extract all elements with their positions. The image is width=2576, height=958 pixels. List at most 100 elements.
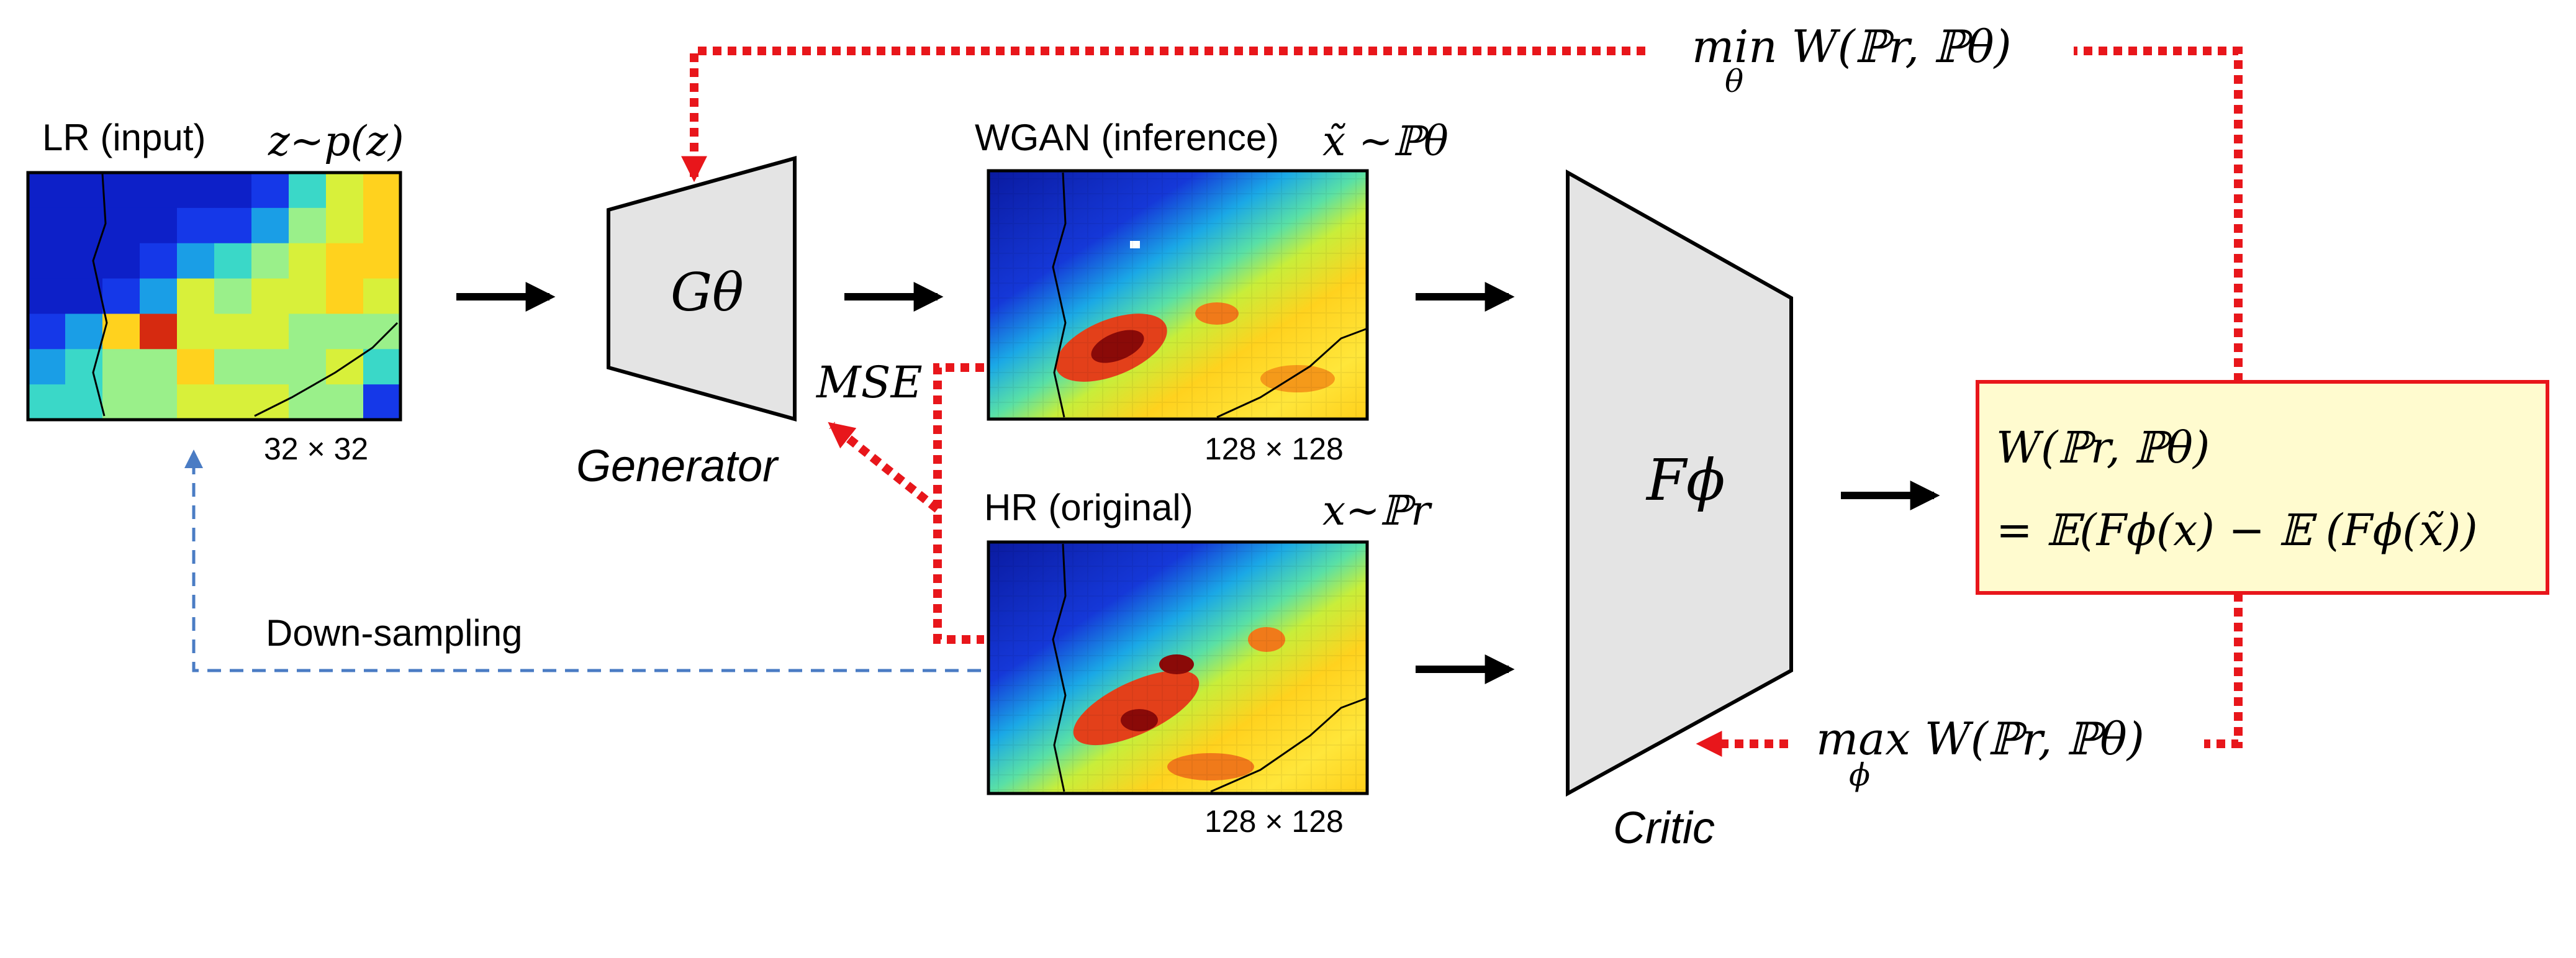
lr-heatmap-cell [177, 278, 215, 314]
lr-heatmap-cell [363, 243, 401, 279]
lr-heatmap-cell [289, 173, 327, 209]
lr-heatmap-cell [28, 278, 66, 314]
lr-heatmap-cell [326, 314, 364, 350]
lr-heatmap-cell [363, 207, 401, 244]
lr-heatmap-cell [251, 349, 289, 385]
lr-heatmap-cell [28, 349, 66, 385]
lr-heatmap-cell [214, 173, 252, 209]
wgan-border-line [1216, 328, 1367, 418]
lr-heatmap-cell [363, 314, 401, 350]
lr-heatmap-cell [289, 278, 327, 314]
lr-heatmap-cell [28, 243, 66, 279]
wgan-heatmap [988, 171, 1367, 419]
lr-size-label: 32 × 32 [264, 432, 368, 466]
wgan-dist-label: x̃ ~ℙθ [1322, 117, 1448, 165]
lr-border-line [254, 322, 399, 417]
lr-heatmap-cell [251, 278, 289, 314]
hr-heatmap-frame [987, 540, 1369, 795]
lr-heatmap-cell [214, 314, 252, 350]
lr-heatmap-cell [28, 384, 66, 420]
wgan-heatmap-frame [987, 169, 1369, 421]
lr-heatmap-cell [140, 314, 178, 350]
lr-heatmap-cell [65, 207, 103, 244]
lr-heatmap-cell [28, 314, 66, 350]
lr-heatmap-frame [26, 171, 402, 422]
lr-heatmap-cell [363, 278, 401, 314]
lr-heatmap-cell [363, 173, 401, 209]
lr-heatmap-cell [140, 349, 178, 385]
hr-dist-label: x~ℙr [1322, 487, 1432, 535]
lr-heatmap-cell [102, 173, 140, 209]
max-subscript: ϕ [1849, 757, 1870, 793]
hr-label: HR (original) [984, 487, 1193, 528]
lr-heatmap-cell [289, 314, 327, 350]
lr-heatmap-cell [363, 349, 401, 385]
loss-line-2: = 𝔼(Fϕ(x) − 𝔼 (Fϕ(x̃)) [1996, 505, 2478, 556]
max-loop-right [2204, 593, 2243, 748]
lr-heatmap-cell [251, 243, 289, 279]
lr-heatmap-cell [65, 384, 103, 420]
loss-line-1: W(ℙr, ℙθ) [1996, 422, 2210, 473]
lr-heatmap-cell [177, 207, 215, 244]
lr-heatmap-cell [363, 384, 401, 420]
lr-heatmap-cell [177, 314, 215, 350]
lr-heatmap-cell [177, 173, 215, 209]
lr-heatmap-cell [28, 173, 66, 209]
lr-heatmap [28, 173, 401, 420]
wgan-size-label: 128 × 128 [1204, 432, 1344, 466]
lr-heatmap-cell [177, 349, 215, 385]
min-subscript: θ [1725, 63, 1743, 99]
min-loop-left-arrow [681, 47, 1645, 183]
lr-heatmap-cell [326, 278, 364, 314]
lr-heatmap-cell [102, 207, 140, 244]
lr-heatmap-cell [289, 243, 327, 279]
generator-label: Generator [576, 441, 779, 491]
lr-heatmap-cell [214, 349, 252, 385]
lr-heatmap-cell [140, 384, 178, 420]
lr-heatmap-cell [289, 207, 327, 244]
hr-coastline [1052, 543, 1067, 792]
generator-trapezoid [607, 156, 797, 422]
lr-heatmap-cell [65, 278, 103, 314]
lr-heatmap-cell [214, 384, 252, 420]
lr-heatmap-cell [102, 243, 140, 279]
min-loop-right [2074, 47, 2243, 382]
lr-heatmap-cell [102, 349, 140, 385]
lr-heatmap-cell [177, 243, 215, 279]
lr-heatmap-cell [28, 207, 66, 244]
lr-label: LR (input) [42, 117, 206, 158]
lr-coastline [92, 173, 108, 417]
mse-arrow-to-generator [828, 422, 941, 513]
lr-heatmap-cell [140, 278, 178, 314]
wasserstein-loss-box [1976, 380, 2549, 595]
min-objective-label: min W(ℙr, ℙθ) [1692, 20, 2012, 73]
lr-heatmap-cell [102, 314, 140, 350]
lr-heatmap-cell [65, 349, 103, 385]
lr-heatmap-cell [251, 173, 289, 209]
wgan-label: WGAN (inference) [975, 117, 1279, 158]
mse-label: MSE [815, 357, 923, 408]
lr-heatmap-cell [214, 243, 252, 279]
lr-heatmap-cell [326, 207, 364, 244]
lr-heatmap-cell [140, 207, 178, 244]
critic-trapezoid [1566, 169, 1793, 797]
lr-heatmap-cell [102, 278, 140, 314]
lr-heatmap-cell [326, 384, 364, 420]
lr-heatmap-cell [177, 384, 215, 420]
lr-heatmap-cell [65, 314, 103, 350]
lr-heatmap-cell [289, 349, 327, 385]
mse-link [933, 363, 984, 644]
lr-heatmap-cell [251, 314, 289, 350]
hr-size-label: 128 × 128 [1204, 804, 1344, 839]
generator-symbol: Gθ [671, 262, 744, 323]
lr-heatmap-cell [251, 207, 289, 244]
critic-label: Critic [1613, 803, 1715, 853]
lr-heatmap-cell [289, 384, 327, 420]
wgan-coastline [1052, 172, 1067, 418]
critic-symbol: Fϕ [1645, 447, 1725, 513]
lr-heatmap-cell [65, 173, 103, 209]
lr-heatmap-cell [326, 173, 364, 209]
lr-heatmap-cell [214, 207, 252, 244]
hr-border-line [1210, 697, 1367, 793]
